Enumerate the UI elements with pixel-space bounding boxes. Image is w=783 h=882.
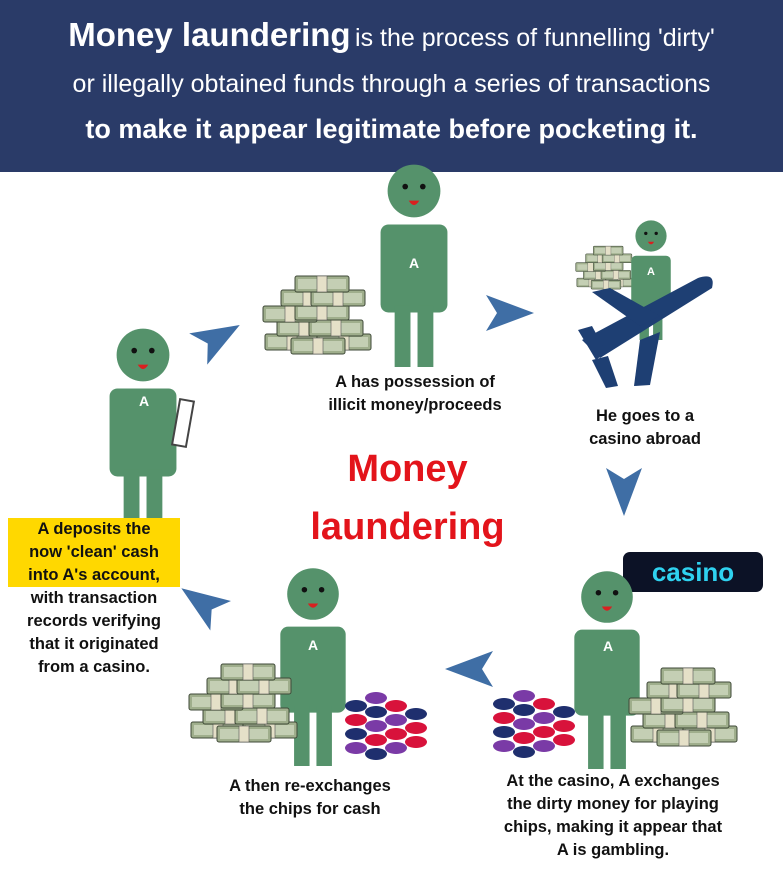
center-title-line-1: Money — [347, 448, 468, 490]
flow-arrow-4 — [445, 651, 493, 687]
cash-pile-top — [263, 276, 371, 354]
receipt-icon — [170, 397, 196, 449]
flow-arrow-2 — [486, 295, 534, 331]
cash-pile-casino — [629, 668, 737, 746]
header-bold-term: Money laundering — [68, 16, 351, 53]
caption-line: from a casino. — [38, 658, 150, 676]
caption-deposit: A deposits the now 'clean' cash into A's… — [8, 518, 180, 679]
caption-line: chips, making it appear that — [503, 818, 723, 836]
figure-label-casino: A — [603, 638, 613, 654]
caption-line: the chips for cash — [239, 800, 381, 818]
caption-line: with transaction — [30, 589, 158, 607]
caption-line: casino abroad — [589, 430, 701, 448]
casino-chips-right — [493, 690, 575, 758]
header-line-1: Money laundering is the process of funne… — [0, 16, 783, 54]
header-line-3: to make it appear legitimate before pock… — [85, 114, 698, 144]
flow-arrow-1 — [189, 309, 249, 365]
header-line-2: or illegally obtained funds through a se… — [72, 70, 711, 98]
header-line-1-rest: is the process of funnelling 'dirty' — [355, 24, 715, 52]
person-a-casino — [574, 571, 640, 769]
caption-line: A has possession of — [335, 373, 495, 391]
caption-highlight: A deposits the now 'clean' cash into A's… — [8, 518, 180, 587]
person-a-deposit — [109, 328, 177, 531]
center-title-line-2: laundering — [310, 506, 505, 548]
caption-line: that it originated — [29, 635, 159, 653]
caption-line: records verifying — [27, 612, 161, 630]
figure-label-reexchange: A — [308, 637, 318, 653]
caption-possession: A has possession of illicit money/procee… — [290, 371, 540, 417]
caption-exchange: At the casino, A exchanges the dirty mon… — [472, 770, 754, 862]
center-title: Money laundering — [285, 440, 530, 556]
header-banner: Money laundering is the process of funne… — [0, 0, 783, 172]
casino-chips-left — [345, 692, 427, 760]
caption-line: A is gambling. — [556, 841, 670, 859]
flow-arrow-5 — [171, 573, 231, 631]
figure-label-plane: A — [647, 266, 655, 278]
figure-label-deposit: A — [139, 393, 149, 409]
caption-line: At the casino, A exchanges — [506, 772, 720, 790]
casino-sign-text: casino — [652, 557, 734, 587]
caption-line: into A's account, — [28, 566, 160, 584]
casino-sign: casino — [623, 552, 763, 592]
caption-line: He goes to a — [595, 407, 695, 425]
cash-pile-plane — [576, 246, 635, 289]
caption-line: now 'clean' cash — [29, 543, 159, 561]
caption-reexchange: A then re-exchanges the chips for cash — [195, 775, 425, 821]
caption-line: A then re-exchanges — [229, 777, 391, 795]
airplane-icon — [578, 276, 713, 388]
caption-line: A deposits the — [37, 520, 151, 538]
caption-line: the dirty money for playing — [507, 795, 719, 813]
caption-abroad: He goes to a casino abroad — [560, 405, 730, 451]
caption-line: illicit money/proceeds — [328, 396, 502, 414]
figure-label-top: A — [409, 255, 419, 271]
flow-arrow-3 — [606, 468, 642, 516]
